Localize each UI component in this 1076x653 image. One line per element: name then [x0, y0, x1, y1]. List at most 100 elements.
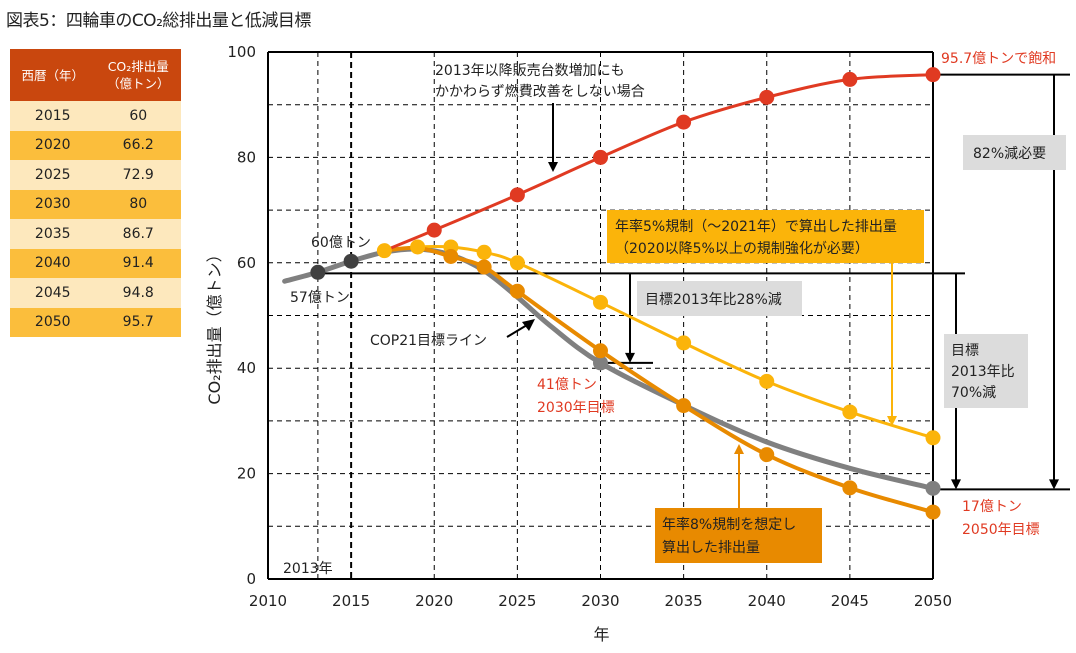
series-line-reg5 — [382, 244, 935, 440]
data-point-reg8 — [476, 259, 492, 275]
table-header-year: 西暦（年） — [10, 49, 96, 101]
callout-reg5-line2: （2020以降5%以上の規制強化が必要） — [615, 241, 869, 257]
cell-year: 2045 — [10, 278, 96, 308]
series-line-reg8 — [382, 245, 935, 515]
cell-emissions: 72.9 — [95, 160, 181, 190]
data-point-reg5 — [842, 404, 858, 420]
data-point-reg8 — [676, 398, 692, 414]
label-saturation: 95.7億トンで飽和 — [941, 50, 1056, 67]
y-tick-label: 40 — [237, 359, 256, 377]
table-header-row: 西暦（年） CO₂排出量 （億トン） — [10, 49, 181, 101]
y-tick-label: 0 — [246, 570, 256, 588]
x-tick-label: 2025 — [498, 592, 536, 610]
callout-82pct-text: 82%減必要 — [973, 145, 1046, 162]
callout-28pct-box — [637, 281, 802, 316]
data-point-reg5 — [593, 294, 608, 310]
cell-year: 2035 — [10, 219, 96, 249]
x-tick-label: 2045 — [831, 592, 869, 610]
data-point-reg8 — [842, 480, 858, 496]
arrow-70pct-head — [951, 479, 961, 490]
data-point-no_improvement — [509, 187, 525, 203]
x-tick-label: 2030 — [581, 592, 619, 610]
label-2050-target: 2050年目標 — [962, 522, 1040, 538]
cell-emissions: 95.7 — [95, 307, 181, 337]
cell-emissions: 60 — [95, 101, 181, 131]
data-point-reg8 — [925, 504, 941, 520]
callout-70pct-line1: 目標 — [951, 343, 979, 359]
table-header-emissions: CO₂排出量 （億トン） — [95, 49, 181, 101]
cell-emissions: 66.2 — [95, 130, 181, 160]
cell-emissions: 86.7 — [95, 219, 181, 249]
data-point-reg5 — [376, 243, 392, 259]
cell-emissions: 80 — [95, 189, 181, 219]
data-point-no_improvement — [426, 222, 442, 238]
cell-year: 2050 — [10, 307, 96, 337]
callout-reg8-box — [655, 508, 822, 563]
callout-82pct-box — [963, 135, 1066, 170]
cell-emissions: 94.8 — [95, 278, 181, 308]
x-tick-label: 2020 — [415, 592, 453, 610]
arrow-reg8-head — [734, 444, 744, 454]
x-tick-label: 2050 — [914, 592, 952, 610]
callout-28pct-text: 目標2013年比28%減 — [645, 291, 782, 308]
data-point-reg5 — [509, 255, 525, 271]
data-point-reg8 — [759, 447, 775, 463]
header-emissions-unit: （億トン） — [106, 76, 170, 91]
label-cop21: COP21目標ライン — [370, 333, 487, 349]
callout-70pct-line2: 2013年比 — [951, 364, 1015, 380]
x-tick-label: 2010 — [249, 592, 287, 610]
data-point-reg5 — [676, 335, 692, 351]
data-point-no_improvement — [676, 114, 692, 130]
cell-year: 2030 — [10, 189, 96, 219]
data-point-reg8 — [509, 283, 525, 299]
data-point-cop21 — [925, 480, 941, 496]
y-tick-label: 60 — [237, 254, 256, 272]
label-2030-target: 2030年目標 — [537, 400, 615, 416]
cell-year: 2015 — [10, 101, 96, 131]
data-point-cop21 — [310, 264, 326, 280]
header-year-label: 西暦（年） — [21, 67, 84, 83]
label-17-oku-ton: 17億トン — [962, 499, 1022, 515]
data-point-reg8 — [593, 343, 608, 359]
data-point-no_improvement — [925, 67, 941, 83]
callout-70pct-box — [944, 334, 1028, 408]
header-emissions-label: CO₂排出量 — [107, 59, 169, 74]
data-point-cop21 — [343, 253, 359, 269]
arrow-28pct-head — [625, 352, 635, 363]
label-41-oku-ton: 41億トン — [537, 377, 597, 393]
arrow-reg5-head — [887, 416, 897, 426]
callout-reg8-line1: 年率8%規制を想定し — [662, 516, 796, 533]
label-57-oku-ton: 57億トン — [290, 290, 350, 306]
arrow-cop21-head — [522, 319, 535, 331]
x-tick-label: 2035 — [665, 592, 703, 610]
cell-year: 2040 — [10, 248, 96, 278]
callout-reg5-line1: 年率5%規制（〜2021年）で算出した排出量 — [615, 218, 897, 235]
callout-reg5-box — [607, 210, 924, 263]
annotation-no-improvement-line1: 2013年以降販売台数増加にも — [435, 63, 625, 79]
data-point-cop21 — [593, 355, 608, 371]
figure-title: 図表5：四輪車のCO₂総排出量と低減目標 — [6, 11, 311, 31]
arrow-cop21-shaft — [506, 324, 528, 338]
data-point-no_improvement — [593, 149, 608, 165]
data-point-reg5 — [925, 430, 941, 446]
data-point-no_improvement — [842, 71, 858, 87]
x-axis-title: 年 — [593, 625, 609, 644]
label-2013-year: 2013年 — [283, 561, 333, 577]
annotation-no-improvement-line2: かかわらず燃費改善をしない場合 — [435, 83, 645, 100]
arrow-82pct-head — [1049, 479, 1059, 490]
callout-70pct-line3: 70%減 — [951, 384, 996, 401]
y-tick-label: 20 — [237, 465, 256, 483]
data-point-reg5 — [476, 244, 492, 260]
cell-year: 2020 — [10, 130, 96, 160]
data-point-reg8 — [443, 248, 459, 264]
y-axis-title: CO₂排出量（億トン） — [205, 246, 224, 404]
y-tick-label: 100 — [227, 43, 256, 61]
